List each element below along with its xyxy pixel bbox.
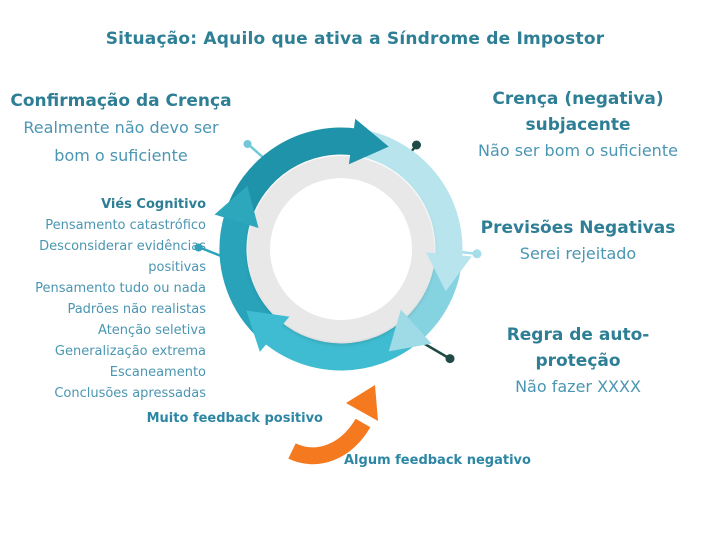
self-protection-rule-body: Não fazer XXXX [515, 377, 641, 396]
underlying-belief-body: Não ser bom o suficiente [478, 141, 678, 160]
confirmation-body-line2: bom o suficiente [54, 146, 188, 165]
list-item: Desconsiderar evidências positivas [39, 239, 206, 275]
cognitive-bias-list: Pensamento catastrófico Desconsiderar ev… [8, 215, 206, 404]
self-protection-rule-heading: Regra de auto-proteção [506, 325, 650, 371]
inner-gray-ring [248, 156, 434, 342]
arrowhead-left-icon [214, 185, 259, 228]
orange-arrowhead-icon [346, 385, 378, 421]
arrowhead-top-icon [348, 118, 389, 165]
list-item: Pensamento tudo ou nada [35, 281, 206, 296]
connector-dot-bias [194, 243, 203, 252]
inner-white-circle [270, 178, 412, 320]
confirmation-body: Realmente não devo ser bom o suficiente [0, 114, 242, 170]
arrowhead-bottom-left-icon [246, 310, 290, 352]
page-title: Situação: Aquilo que ativa a Síndrome de… [105, 29, 605, 49]
confirmation-body-line1: Realmente não devo ser [23, 118, 219, 137]
connector-dot-confirmation [243, 140, 252, 148]
connector-dot-belief [412, 140, 421, 150]
list-item: Padrões não realistas [67, 302, 206, 317]
negative-feedback-label: Algum feedback negativo [344, 453, 531, 468]
list-item: Generalização extrema [54, 344, 206, 359]
confirmation-block: Confirmação da Crença Realmente não devo… [0, 88, 242, 170]
negative-predictions-body: Serei rejeitado [519, 244, 637, 263]
negative-predictions-block: Previsões Negativas Serei rejeitado [458, 215, 698, 267]
list-item: Pensamento catastrófico [45, 218, 206, 233]
cognitive-bias-heading: Viés Cognitivo [101, 197, 206, 212]
list-item: Escaneamento [109, 365, 206, 380]
list-item: Conclusões apressadas [54, 386, 206, 401]
underlying-belief-heading: Crença (negativa) subjacente [492, 89, 664, 135]
self-protection-rule-block: Regra de auto-proteção Não fazer XXXX [458, 322, 698, 400]
underlying-belief-block: Crença (negativa) subjacente Não ser bom… [458, 86, 698, 164]
list-item: Atenção seletiva [98, 323, 206, 338]
cycle-arrowheads [214, 118, 472, 352]
connector-dot-predictions [472, 249, 482, 259]
negative-predictions-heading: Previsões Negativas [480, 218, 676, 238]
connector-dot-rule [445, 354, 455, 364]
cognitive-bias-block: Viés Cognitivo Pensamento catastrófico D… [8, 195, 206, 404]
orange-feedback-arrow-icon [288, 385, 378, 465]
arrowhead-bottom-right-icon [388, 309, 432, 352]
confirmation-heading: Confirmação da Crença [10, 91, 232, 111]
orange-arrow-shaft [288, 418, 371, 465]
positive-feedback-label: Muito feedback positivo [146, 411, 323, 426]
arrowhead-right-icon [426, 252, 472, 292]
